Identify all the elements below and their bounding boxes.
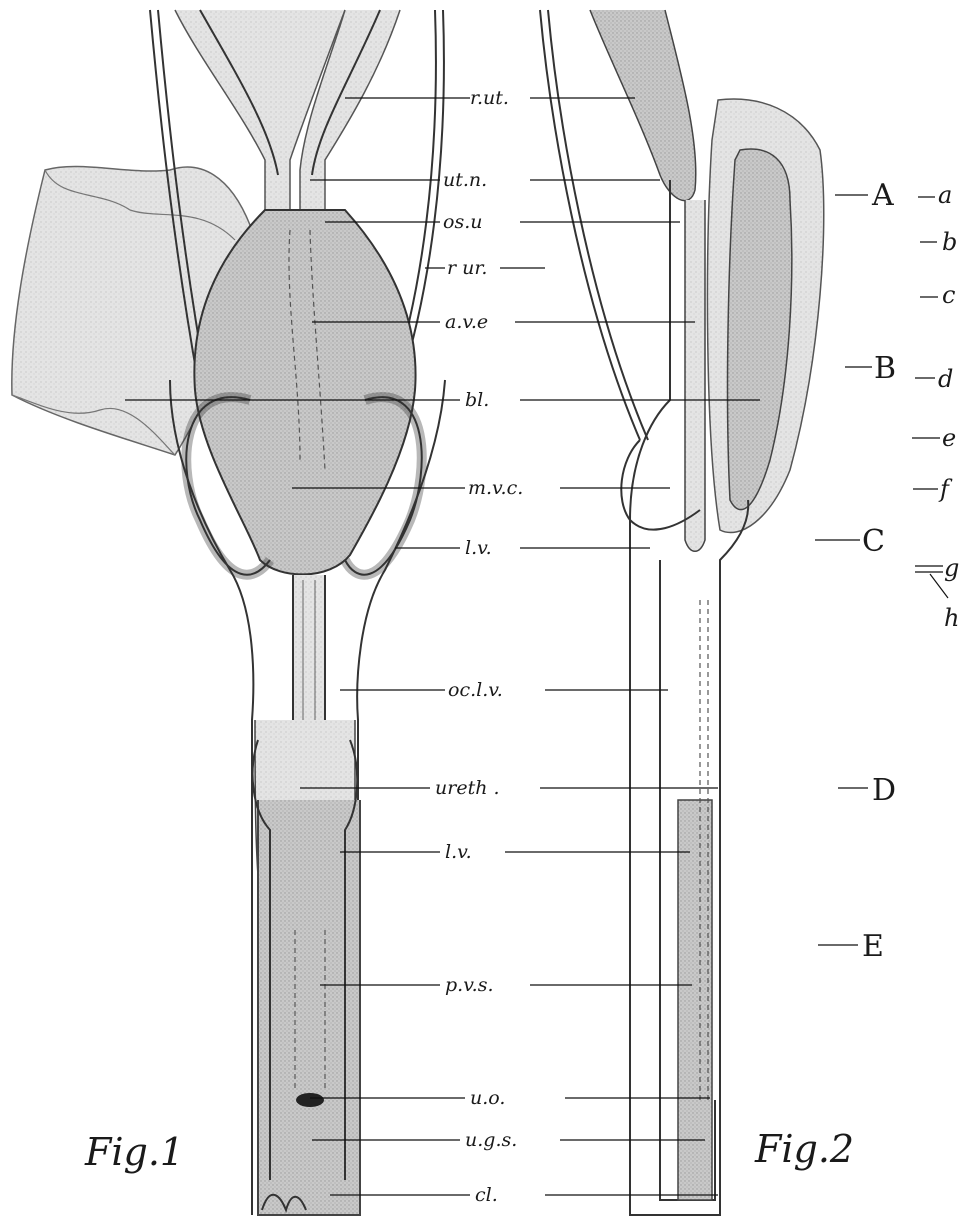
label-oc-l-v: oc.l.v. xyxy=(448,679,503,701)
label-u-o: u.o. xyxy=(470,1087,505,1109)
region-c: C xyxy=(862,524,885,559)
level-f: f xyxy=(938,475,953,503)
figure-2-caption: Fig.2 xyxy=(754,1127,854,1171)
label-m-v-c: m.v.c. xyxy=(468,477,523,499)
label-ut-n: ut.n. xyxy=(443,169,487,191)
figure-1-caption: Fig.1 xyxy=(84,1130,184,1174)
label-bl: bl. xyxy=(465,389,489,411)
figure-1-drawing xyxy=(12,10,445,1215)
level-b: b xyxy=(942,228,957,256)
level-g: g xyxy=(944,554,959,582)
label-p-v-s: p.v.s. xyxy=(445,974,494,996)
figure-2-drawing xyxy=(540,10,824,1215)
level-h: h xyxy=(944,604,959,632)
level-e: e xyxy=(942,424,956,452)
label-cl: cl. xyxy=(475,1184,498,1206)
label-u-g-s: u.g.s. xyxy=(465,1129,517,1151)
level-c: c xyxy=(942,281,955,309)
level-a: a xyxy=(938,181,952,209)
region-d: D xyxy=(872,773,896,808)
label-os-u: os.u xyxy=(443,211,482,233)
label-l-v-lower: l.v. xyxy=(445,841,472,863)
region-b: B xyxy=(874,351,896,386)
label-l-v-upper: l.v. xyxy=(465,537,492,559)
region-e: E xyxy=(862,929,884,964)
label-ureth: ureth . xyxy=(435,777,500,799)
region-a: A xyxy=(871,178,894,213)
label-r-ut: r.ut. xyxy=(470,87,509,109)
label-a-v-e: a.v.e xyxy=(445,311,488,333)
level-d: d xyxy=(938,365,953,393)
label-r-ur: r ur. xyxy=(447,257,487,279)
